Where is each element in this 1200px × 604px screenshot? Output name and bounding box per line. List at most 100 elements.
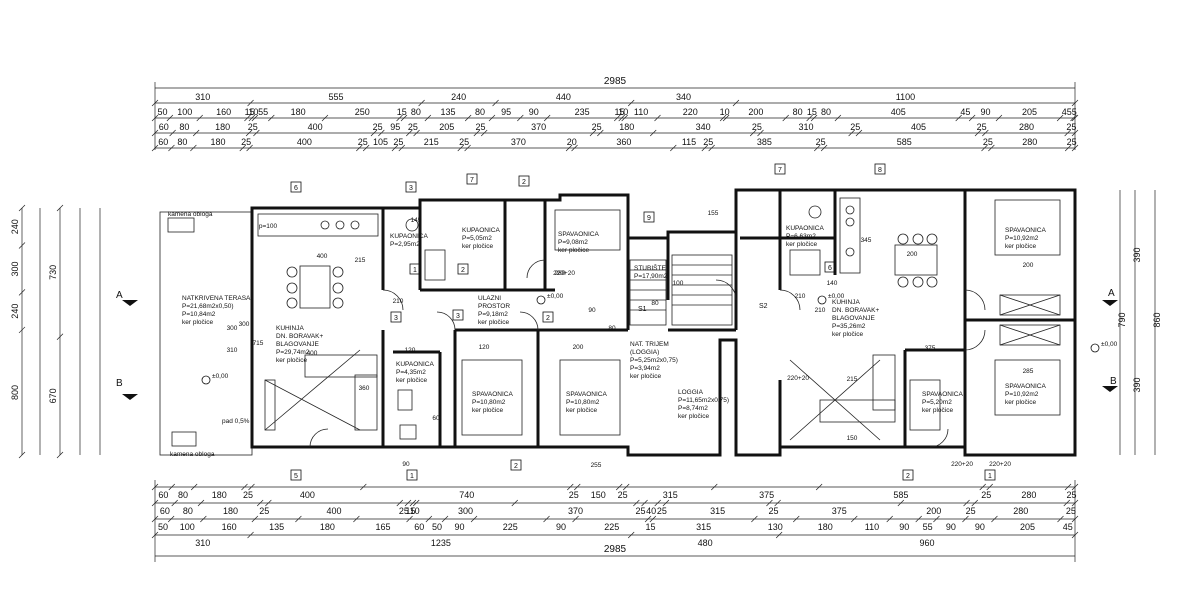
nat-title: NAT. TRIJEM	[630, 341, 669, 348]
dim-label: 25	[983, 137, 993, 147]
dim-label: 25	[373, 122, 383, 132]
dim-label: 115	[682, 137, 696, 147]
dim-label: 400	[297, 137, 312, 147]
dim-label: 110	[634, 107, 648, 117]
dim-tick	[774, 499, 781, 507]
element-tag-number: 1	[413, 267, 417, 274]
stub-area: P=17,90m2	[634, 273, 668, 280]
dim-top-overall: 2985	[604, 76, 627, 87]
dim-tick	[701, 144, 709, 152]
dim-label: 585	[893, 490, 908, 500]
kuhinja1-sub2: BLAGOVANJE	[276, 341, 320, 348]
dim-tick	[621, 114, 628, 122]
inline-dim-label: 300	[239, 321, 250, 328]
element-tag-number: 6	[828, 265, 832, 272]
terrace-floor: ker pločice	[182, 319, 213, 326]
inline-dim-label: 360	[359, 385, 370, 392]
dim-tick	[256, 499, 264, 507]
element-tag-box	[984, 469, 996, 481]
dim-tick	[151, 144, 159, 152]
interior-walls	[381, 190, 1075, 447]
kup1-title: KUPAONICA	[390, 233, 428, 240]
dim-tick	[571, 144, 578, 152]
inline-dim-label: 220+20	[989, 461, 1011, 468]
element-tag-number: 2	[461, 267, 465, 274]
spav5-area: P=10,92m2	[1005, 391, 1039, 398]
spav5-title: SPAVAONICA	[1005, 383, 1046, 390]
dim-tick	[151, 531, 159, 539]
dim-label: 80	[821, 107, 831, 117]
dim-tick	[979, 483, 986, 491]
dim-tick	[406, 515, 413, 523]
kup3-area: P=4,35m2	[396, 369, 426, 376]
dim-tick	[378, 129, 385, 137]
dim-label: 960	[920, 538, 935, 548]
dim-tick	[241, 483, 248, 491]
inline-dim-label: 90	[588, 307, 596, 314]
dim-tick	[708, 144, 715, 152]
dim-tick	[396, 114, 403, 122]
dim-label: 60	[159, 122, 169, 132]
dim-tick	[400, 114, 408, 122]
dim-label: 280	[1022, 137, 1037, 147]
dim-tick	[151, 515, 159, 523]
inline-dim-label: 375	[925, 345, 936, 352]
dim-tick	[171, 499, 178, 507]
element-tag-number: 2	[514, 463, 518, 470]
dim-tick	[517, 114, 524, 122]
dim-tick	[1064, 144, 1072, 152]
dim-label: 1100	[896, 92, 915, 102]
loggia-title: LOGGIA	[678, 389, 704, 396]
dim-tick	[18, 204, 26, 212]
dim-label: 90	[981, 107, 991, 117]
dim-label: 200	[748, 107, 763, 117]
spav6-area: P=5,20m2	[922, 399, 952, 406]
dim-tick	[974, 129, 982, 137]
inline-dim-label: 200	[1023, 262, 1034, 269]
inline-dim-label: 200	[907, 251, 918, 258]
dim-tick	[1071, 144, 1079, 152]
dim-tick	[197, 499, 205, 507]
dim-label: 235	[575, 107, 590, 117]
inline-dim-label: 210	[393, 298, 404, 305]
inline-dim-label: 150	[847, 435, 858, 442]
dim-tick	[962, 515, 969, 523]
spav2-area: P=10,80m2	[472, 399, 506, 406]
dim-tick	[295, 515, 302, 523]
element-tag-box	[510, 459, 522, 471]
dim-label: 25	[657, 506, 667, 516]
dim-label: 25	[703, 137, 713, 147]
stub-title: STUBIŠTE	[634, 263, 666, 272]
kuhinja2-sub: DN. BORAVAK+	[832, 307, 879, 314]
dim-label: 80	[179, 122, 189, 132]
kup4-title: KUPAONICA	[786, 225, 824, 232]
dim-label: 25	[592, 122, 602, 132]
kup2-floor: ker pločice	[462, 243, 493, 250]
dim-tick	[597, 129, 604, 137]
dim-tick	[897, 499, 905, 507]
dim-tick	[196, 114, 203, 122]
kup2-title: KUPAONICA	[462, 227, 500, 234]
dim-tick	[321, 114, 329, 122]
dim-tick	[848, 129, 855, 137]
dim-label: 25	[1066, 490, 1076, 500]
inline-dim-label: 400	[317, 253, 328, 260]
dim-tick	[418, 99, 425, 107]
dim-label: 10	[410, 506, 420, 516]
dim-label: 240	[10, 304, 20, 319]
dim-tick	[851, 515, 858, 523]
inline-dim-label: 90	[402, 461, 410, 468]
element-tag-number: 2	[546, 315, 550, 322]
dim-tick	[1071, 114, 1079, 122]
dim-label: 180	[215, 122, 230, 132]
dim-label: 25	[850, 122, 860, 132]
dim-label: 135	[440, 107, 455, 117]
dim-label: 55	[923, 522, 933, 532]
dim-label: 25	[393, 137, 403, 147]
dim-label: 205	[1022, 107, 1037, 117]
